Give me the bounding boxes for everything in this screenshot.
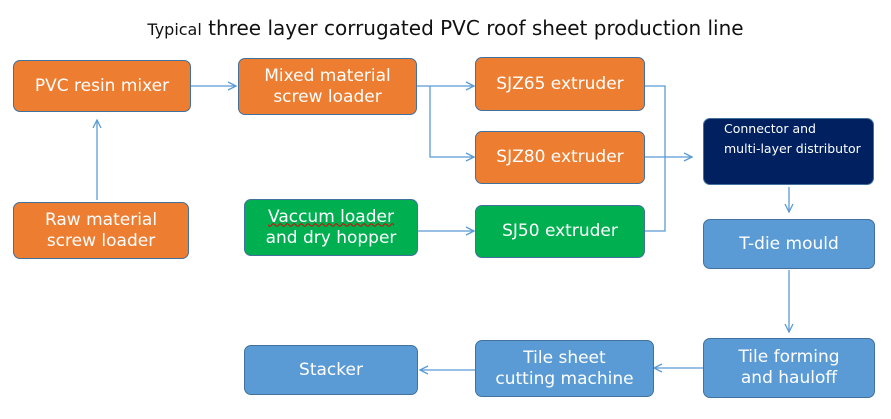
node-vaccum-loader-dry-hopper: Vaccum loader and dry hopper <box>244 199 418 256</box>
title-main: three layer corrugated PVC roof sheet pr… <box>201 16 744 40</box>
arrow-loader-to-sjz80 <box>429 86 474 157</box>
node-t-die-mould: T-die mould <box>703 219 875 269</box>
diagram-title: Typical three layer corrugated PVC roof … <box>0 16 891 40</box>
arrow-sj50-to-connector <box>645 157 666 232</box>
node-raw-material-screw-loader: Raw material screw loader <box>13 202 189 259</box>
node-mixed-material-screw-loader: Mixed material screw loader <box>238 58 417 115</box>
title-prefix: Typical <box>147 20 202 39</box>
node-stacker: Stacker <box>244 345 418 395</box>
node-sj50-extruder: SJ50 extruder <box>475 205 645 258</box>
node-sjz65-extruder: SJZ65 extruder <box>475 57 645 111</box>
arrow-sjz65-to-connector <box>645 85 692 157</box>
node-connector-distributor: Connector and multi-layer distributor <box>703 118 874 185</box>
node-tile-forming-hauloff: Tile forming and hauloff <box>703 338 875 398</box>
node-tile-sheet-cutting-machine: Tile sheet cutting machine <box>475 340 654 397</box>
node-sjz80-extruder: SJZ80 extruder <box>475 131 645 184</box>
node-pvc-resin-mixer: PVC resin mixer <box>13 60 191 112</box>
